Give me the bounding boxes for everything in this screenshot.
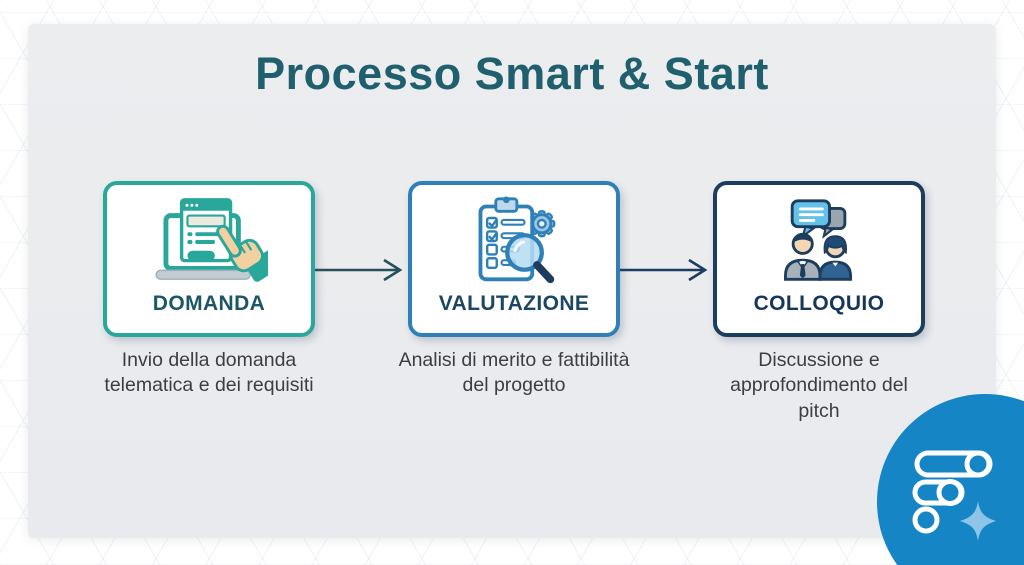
form-click-icon bbox=[150, 191, 268, 291]
step-description: Invio della domanda telematica e dei req… bbox=[104, 349, 314, 397]
arrow-right-icon bbox=[315, 258, 403, 282]
checklist-magnifier-gear-icon bbox=[461, 191, 567, 291]
step-label: DOMANDA bbox=[152, 292, 266, 315]
page-title: Processo Smart & Start bbox=[255, 48, 769, 99]
step-card-valutazione: VALUTAZIONE bbox=[408, 181, 620, 337]
step-card-colloquio: COLLOQUIO bbox=[713, 181, 925, 337]
arrow-right-icon bbox=[620, 258, 708, 282]
step-card-domanda: DOMANDA bbox=[103, 181, 315, 337]
two-people-conversation-icon bbox=[766, 191, 872, 291]
brand-logo bbox=[877, 394, 1024, 565]
step-description: Discussione e approfondimento del pitch bbox=[730, 349, 908, 422]
step-label: COLLOQUIO bbox=[753, 292, 885, 315]
step-description: Analisi di merito e fattibilità del prog… bbox=[398, 349, 630, 397]
step-label: VALUTAZIONE bbox=[438, 292, 590, 315]
